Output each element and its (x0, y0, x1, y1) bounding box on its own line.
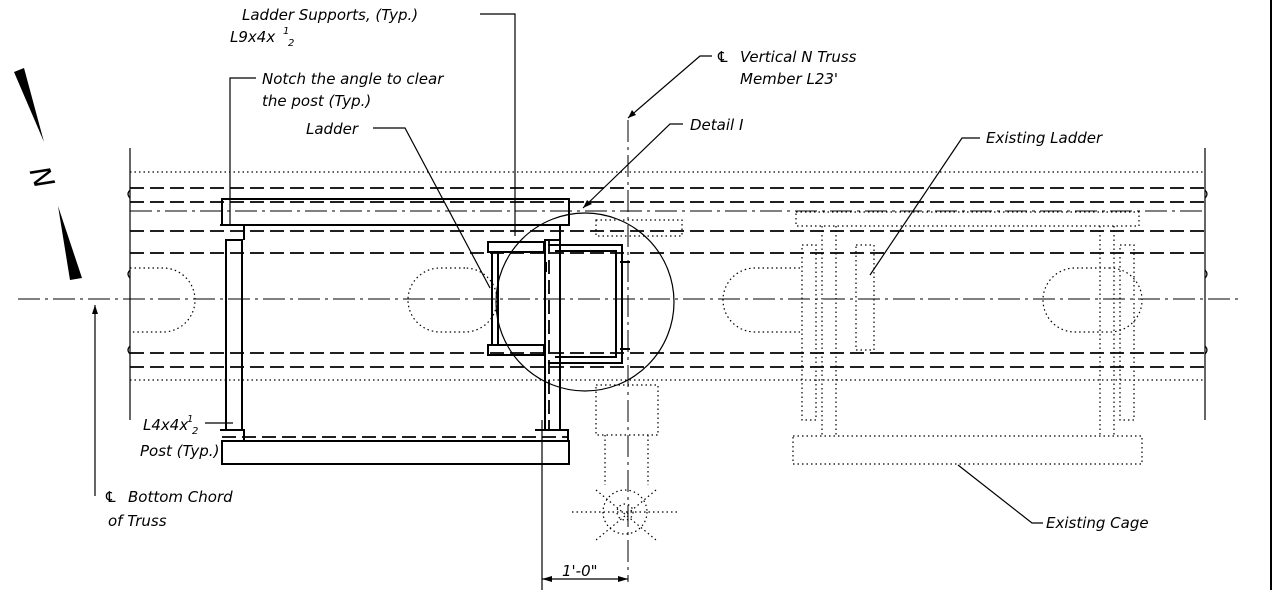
existing-cage-outline (792, 211, 1143, 465)
notch-label-line2: the post (Typ.) (262, 92, 371, 110)
truss-bottom-chord (127, 148, 1208, 420)
cl-bottom-chord-line2: of Truss (108, 512, 167, 530)
post-typ-label: Post (Typ.) (140, 442, 219, 460)
post-size-group: L4x4x 1 2 (143, 414, 198, 437)
ladder-supports-size-den: 2 (288, 38, 294, 49)
post-size-den: 2 (192, 426, 198, 437)
north-arrow (14, 68, 82, 280)
existing-ladder-under-detail (572, 219, 683, 541)
notch-label-line1: Notch the angle to clear (262, 70, 444, 88)
leaders (94, 13, 1043, 524)
north-label: N (23, 162, 61, 193)
new-cage (220, 198, 570, 465)
ladder-label: Ladder (306, 120, 359, 138)
ladder-supports-size-num: 1 (283, 26, 289, 37)
detail-label: Detail I (690, 116, 744, 134)
post-size: L4x4x (143, 416, 188, 434)
cl-bottom-chord-symbol: ℄ (104, 488, 117, 506)
existing-ladder-label: Existing Ladder (986, 129, 1103, 147)
detail-circle (495, 212, 675, 392)
cl-vertical-label-line2: Member L23' (740, 70, 838, 88)
ladder-supports-size-group: L9x4x 1 2 (230, 26, 294, 49)
new-ladder (487, 241, 630, 364)
ladder-supports-size: L9x4x (230, 28, 275, 46)
ladder-supports-label: Ladder Supports, (Typ.) (242, 6, 418, 24)
dimension-text: 1'-0" (562, 562, 598, 580)
existing-cage-label: Existing Cage (1046, 514, 1149, 532)
post-size-num: 1 (187, 414, 193, 425)
dimension-1ft (541, 420, 628, 590)
cl-bottom-chord-line1: Bottom Chord (128, 488, 233, 506)
cl-vertical-symbol: ℄ (716, 48, 729, 66)
cl-vertical-label-line1: Vertical N Truss (740, 48, 857, 66)
